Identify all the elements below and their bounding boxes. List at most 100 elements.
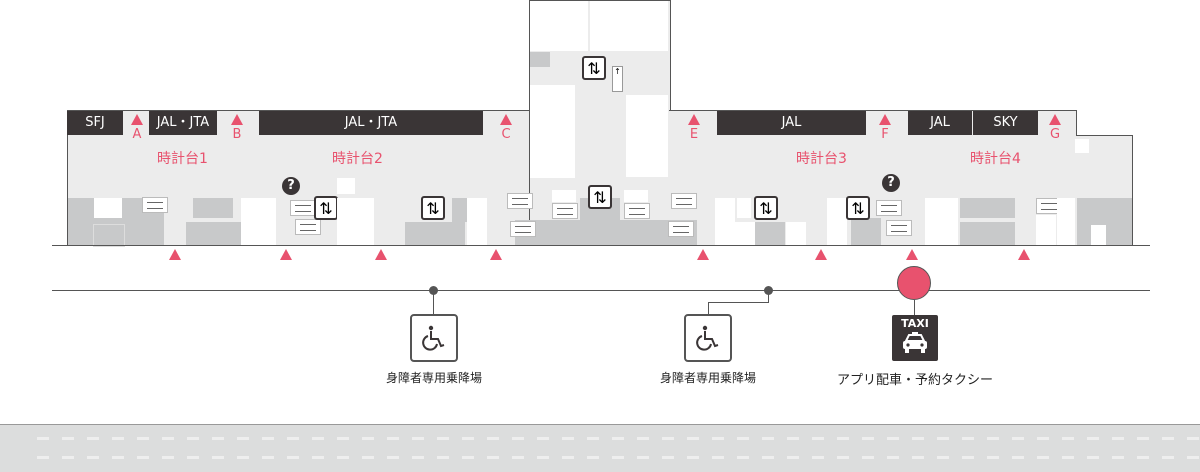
entrance-marker <box>375 249 387 260</box>
entrance-marker <box>169 249 181 260</box>
checkin-counter-jal-jta-2: JAL・JTA <box>259 111 483 135</box>
room <box>624 190 648 202</box>
room <box>193 198 233 218</box>
escalator-icon[interactable] <box>290 200 316 216</box>
escalator-icon[interactable] <box>876 200 902 216</box>
escalator-icon[interactable] <box>886 220 912 236</box>
door-f-marker <box>879 114 891 125</box>
escalator-icon[interactable] <box>510 221 536 237</box>
accessible-pickup-label: 身障者専用乗降場 <box>385 371 482 385</box>
entrance-marker <box>490 249 502 260</box>
room <box>755 222 785 245</box>
room <box>626 95 668 177</box>
center-lobby-block <box>515 220 697 245</box>
entrance-marker <box>1018 249 1030 260</box>
escalator-icon[interactable] <box>552 203 578 219</box>
lane-marking <box>37 456 1200 459</box>
elevator-icon[interactable]: ⇅ <box>588 185 612 209</box>
escalator-icon[interactable] <box>142 197 168 213</box>
checkin-counter-jal-jta-1: JAL・JTA <box>149 111 217 135</box>
clock-tower-1-label: 時計台1 <box>157 151 208 167</box>
room <box>241 198 276 245</box>
room <box>737 198 751 218</box>
elevator-icon[interactable]: ⇅ <box>846 196 870 220</box>
pickup-leader-line <box>768 294 769 303</box>
entrance-marker <box>906 249 918 260</box>
escalator-icon[interactable] <box>295 219 321 235</box>
door-b-marker <box>231 114 243 125</box>
door-a-marker <box>131 114 143 125</box>
escalator-icon[interactable]: ↑ <box>612 66 623 92</box>
room <box>1075 139 1089 153</box>
curb-line <box>52 290 1150 291</box>
elevator-icon[interactable]: ⇅ <box>314 196 338 220</box>
room <box>851 218 881 245</box>
wheelchair-icon[interactable] <box>684 314 732 362</box>
entrance-marker <box>280 249 292 260</box>
clock-tower-4-label: 時計台4 <box>970 151 1021 167</box>
door-f-label: F <box>881 127 889 142</box>
lane-marking <box>37 437 1200 440</box>
room <box>960 222 1015 245</box>
room <box>1036 215 1056 245</box>
checkin-counter-jal-2: JAL <box>908 111 972 135</box>
room <box>93 224 125 247</box>
room <box>552 190 576 202</box>
room <box>960 198 1015 218</box>
clock-tower-2-label: 時計台2 <box>332 151 383 167</box>
clock-tower-3-label: 時計台3 <box>796 151 847 167</box>
door-g-marker <box>1049 114 1061 125</box>
terminal-floor-east <box>1062 110 1077 136</box>
escalator-icon[interactable] <box>507 193 533 209</box>
accessible-pickup-label: 身障者専用乗降場 <box>659 371 756 385</box>
road <box>0 424 1200 472</box>
taxi-icon[interactable]: TAXI <box>892 315 938 361</box>
escalator-icon[interactable] <box>671 193 697 209</box>
info-icon[interactable]: ? <box>882 174 900 192</box>
taxi-sign-text: TAXI <box>901 317 929 330</box>
escalator-icon[interactable] <box>668 221 694 237</box>
entrance-marker <box>697 249 709 260</box>
pickup-leader-line <box>708 302 769 303</box>
checkin-counter-sky: SKY <box>973 111 1038 135</box>
room <box>467 198 487 245</box>
room <box>786 222 806 245</box>
room <box>1091 225 1106 245</box>
pickup-point-dot <box>764 286 773 295</box>
room <box>735 222 755 245</box>
pickup-leader-line <box>708 302 709 314</box>
room <box>1057 198 1075 245</box>
escalator-icon[interactable] <box>624 203 650 219</box>
room <box>530 52 550 67</box>
taxi-stand-marker[interactable] <box>897 266 931 300</box>
room <box>530 1 588 51</box>
room <box>405 222 465 245</box>
east-wing-top-edge <box>1076 135 1133 136</box>
elevator-icon[interactable]: ⇅ <box>754 196 778 220</box>
door-e-marker <box>688 114 700 125</box>
entrance-marker <box>815 249 827 260</box>
room <box>715 198 735 245</box>
room <box>925 198 958 245</box>
taxi-label: アプリ配車・予約タクシー <box>836 373 993 388</box>
pickup-point-dot <box>429 286 438 295</box>
info-icon[interactable]: ? <box>282 177 300 195</box>
room <box>452 198 467 222</box>
room <box>590 1 668 51</box>
room <box>186 222 241 245</box>
door-c-label: C <box>501 127 511 142</box>
wheelchair-icon[interactable] <box>410 314 458 362</box>
taxi-leader-line <box>914 300 915 315</box>
door-b-label: B <box>232 127 242 142</box>
building-front-line <box>52 245 1150 246</box>
elevator-icon[interactable]: ⇅ <box>582 56 606 80</box>
room <box>94 198 122 218</box>
room <box>827 198 847 245</box>
pickup-leader-line <box>433 294 434 314</box>
door-g-label: G <box>1049 127 1061 142</box>
door-e-label: E <box>689 127 699 142</box>
checkin-counter-sfj: SFJ <box>67 111 123 135</box>
elevator-icon[interactable]: ⇅ <box>421 196 445 220</box>
door-a-label: A <box>132 127 142 142</box>
checkin-counter-jal-1: JAL <box>717 111 866 135</box>
